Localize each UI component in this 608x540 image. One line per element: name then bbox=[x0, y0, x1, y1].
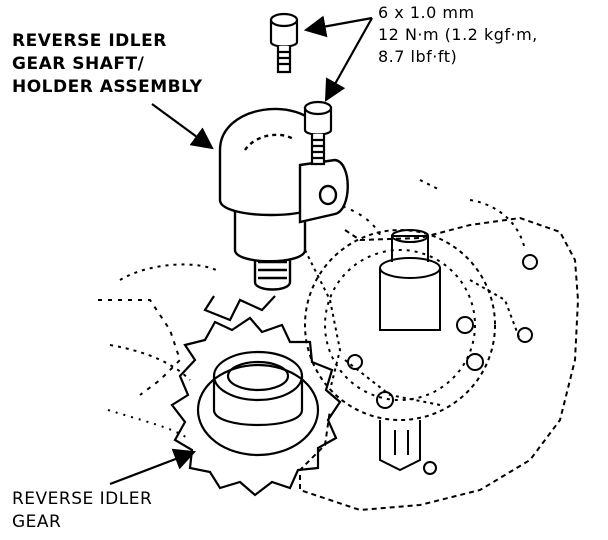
label-line: 8.7 lbf·ft) bbox=[378, 47, 458, 66]
bolt-spec-label: 6 x 1.0 mm 12 N·m (1.2 kgf·m, 8.7 lbf·ft… bbox=[378, 2, 538, 68]
idler-gear-label: REVERSE IDLER GEAR bbox=[12, 488, 152, 534]
label-line: GEAR SHAFT/ bbox=[12, 54, 145, 74]
label-line: 12 N·m (1.2 kgf·m, bbox=[378, 25, 538, 44]
label-line: REVERSE IDLER bbox=[12, 31, 167, 51]
label-line: REVERSE IDLER bbox=[12, 489, 153, 509]
transmission-housing bbox=[98, 179, 580, 512]
label-line: 6 x 1.0 mm bbox=[378, 3, 475, 22]
shaft-holder-assembly bbox=[218, 107, 349, 291]
shaft-holder-label: REVERSE IDLER GEAR SHAFT/ HOLDER ASSEMBL… bbox=[12, 30, 203, 99]
mounting-bolt-lower bbox=[303, 100, 333, 166]
leader-arrows bbox=[109, 15, 373, 486]
label-line: GEAR bbox=[12, 512, 62, 532]
label-line: HOLDER ASSEMBLY bbox=[12, 77, 203, 97]
mounting-bolt-upper bbox=[269, 12, 299, 74]
reverse-idler-gear bbox=[170, 295, 342, 497]
